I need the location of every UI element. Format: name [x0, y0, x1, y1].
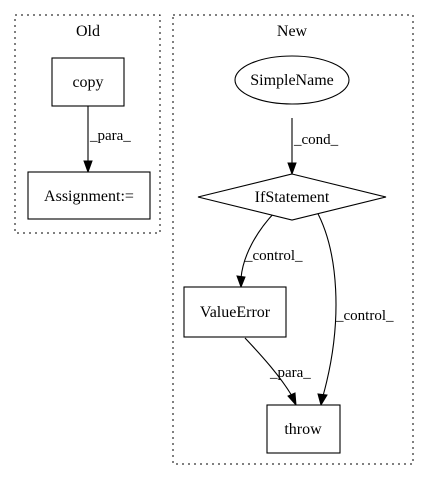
node-throw-label: throw — [284, 421, 322, 438]
edge-arrowhead — [83, 160, 93, 174]
node-simplename-label: SimpleName — [250, 72, 334, 89]
node-copy-label: copy — [72, 74, 103, 91]
edge-label: _control_ — [335, 308, 394, 324]
edge-valueerror-throw: _para_ — [244, 337, 311, 407]
edge-arrowhead — [317, 393, 328, 407]
edge-label: _control_ — [244, 248, 303, 264]
node-simplename-ellipse — [234, 55, 350, 105]
edge-label: _para_ — [269, 365, 311, 381]
cluster-old-border — [14, 14, 161, 234]
node-ifstatement: IfStatement — [197, 173, 387, 221]
node-ifstatement-label: IfStatement — [255, 189, 330, 206]
node-throw: throw — [266, 404, 341, 454]
edge-ifstatement-throw: _control_ — [315, 209, 394, 407]
edge-arrowhead — [287, 162, 297, 176]
node-assignment: Assignment:= — [27, 171, 151, 220]
node-simplename: SimpleName — [234, 55, 350, 105]
cluster-old-title: Old — [76, 23, 100, 40]
node-throw-box — [266, 404, 341, 454]
node-valueerror-label: ValueError — [200, 304, 271, 321]
cluster-new-border — [172, 14, 414, 465]
node-assignment-box — [27, 171, 151, 220]
cluster-old: Old — [14, 14, 161, 234]
edge-line — [240, 211, 276, 279]
edge-arrowhead — [236, 275, 246, 289]
edge-label: _para_ — [89, 128, 131, 144]
node-copy-box — [51, 57, 125, 107]
edge-copy-assignment: _para_ — [83, 106, 131, 174]
node-valueerror-box — [183, 286, 287, 338]
cluster-new: New — [172, 14, 414, 465]
edge-line — [244, 337, 293, 397]
edge-simplename-ifstatement: _cond_ — [287, 118, 339, 176]
cluster-new-title: New — [277, 23, 308, 40]
node-ifstatement-diamond — [197, 173, 387, 221]
edge-arrowhead — [287, 392, 297, 407]
edge-ifstatement-valueerror: _control_ — [236, 211, 303, 289]
node-assignment-label: Assignment:= — [44, 188, 134, 205]
node-valueerror: ValueError — [183, 286, 287, 338]
edge-line — [315, 209, 337, 397]
edge-label: _cond_ — [293, 132, 339, 148]
node-copy: copy — [51, 57, 125, 107]
